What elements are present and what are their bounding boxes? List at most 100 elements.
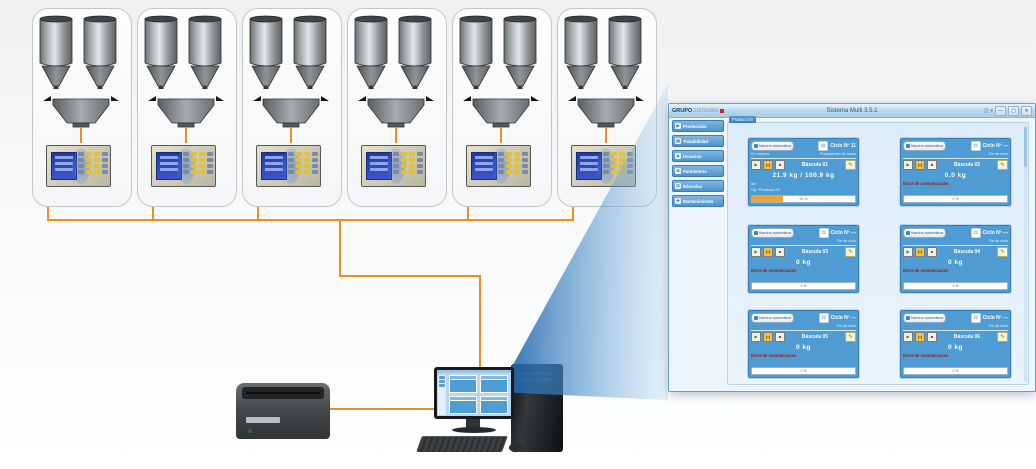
edit-button[interactable]: ✎	[845, 247, 856, 257]
weight-value: 21.9 kg / 100.9 kg	[772, 172, 835, 179]
weigh-hopper	[358, 96, 434, 143]
auto-run-button[interactable]: Marcha automática	[751, 141, 795, 151]
edit-button[interactable]: ✎	[997, 160, 1008, 170]
traceability-icon: ▤	[675, 138, 681, 144]
titlebar-extra-icon[interactable]: ▾	[990, 107, 993, 114]
error-text: Error de comunicación	[903, 353, 949, 358]
sidebar-item-basculas[interactable]: ⚖ Básculas	[672, 180, 724, 192]
play-button[interactable]: ▶	[751, 332, 761, 342]
edit-button[interactable]: ✎	[997, 332, 1008, 342]
silos-hopper-graphic	[39, 15, 119, 143]
settings-icon: ⚙	[675, 168, 681, 174]
stop-button[interactable]: ■	[775, 160, 785, 170]
stop-button[interactable]: ■	[775, 332, 785, 342]
cycle-label: Ciclo Nº ---	[982, 230, 1008, 236]
maximize-button[interactable]: ▢	[1008, 105, 1019, 116]
weigh-hopper	[253, 96, 329, 143]
scale-name: Báscula 02	[953, 162, 981, 168]
auto-run-button[interactable]: Marcha automática	[751, 228, 795, 238]
sidebar-item-parametros[interactable]: ⚙ Parámetros	[672, 165, 724, 177]
pause-button[interactable]: ❚❚	[763, 247, 773, 257]
auto-run-button[interactable]: Marcha automática	[903, 141, 947, 151]
sidebar-item-trazabilidad[interactable]: ▤ Trazabilidad	[672, 135, 724, 147]
stop-button[interactable]: ■	[927, 332, 937, 342]
scrollbar-thumb[interactable]	[1024, 127, 1027, 167]
card-info: Error de comunicación	[751, 353, 856, 365]
close-button[interactable]: ✕	[1021, 105, 1032, 116]
weigh-hopper	[463, 96, 539, 143]
play-button[interactable]: ▶	[751, 160, 761, 170]
pause-button[interactable]: ❚❚	[763, 332, 773, 342]
minimize-button[interactable]: —	[995, 105, 1006, 116]
hopper-wire	[185, 127, 187, 143]
tab-produccion[interactable]: Producción	[729, 116, 756, 123]
sidebar-item-usuarios[interactable]: ♟ Usuarios	[672, 150, 724, 162]
progress-fill	[752, 196, 783, 202]
progress-label: 0 %	[952, 369, 959, 373]
pause-button[interactable]: ❚❚	[915, 247, 925, 257]
edit-button[interactable]: ✎	[845, 332, 856, 342]
silo-right	[503, 15, 537, 89]
scrollbar[interactable]	[1024, 125, 1027, 382]
run-label: Marcha automática	[911, 231, 944, 235]
silos-hopper-graphic	[249, 15, 329, 143]
titlebar-extra-icon[interactable]: ◫	[983, 107, 989, 114]
sidebar-item-label: Parámetros	[683, 168, 707, 174]
status-right: Preparación de masa	[819, 152, 856, 156]
progress-label: 0 %	[800, 369, 807, 373]
status-right: Fin de ciclo	[988, 152, 1008, 156]
edit-button[interactable]: ✎	[845, 160, 856, 170]
silos-hopper-graphic	[144, 15, 224, 143]
info-line: de:	[751, 181, 757, 186]
play-button[interactable]: ▶	[751, 247, 761, 257]
pause-button[interactable]: ❚❚	[915, 332, 925, 342]
terminal-keypad	[288, 152, 318, 174]
play-button[interactable]: ▶	[903, 247, 913, 257]
silo-left	[459, 15, 493, 89]
sidebar-item-label: Mantenimiento	[683, 198, 714, 204]
pause-button[interactable]: ❚❚	[763, 160, 773, 170]
main-wire-v2	[479, 275, 481, 376]
run-mini-icon	[754, 144, 758, 148]
run-label: Marcha automática	[759, 144, 792, 148]
status-left: En marcha	[751, 152, 770, 156]
logo-secondary: SISTEMAS	[693, 107, 719, 114]
play-button[interactable]: ▶	[903, 332, 913, 342]
edit-button[interactable]: ✎	[997, 247, 1008, 257]
cycle-icon: ⚖	[970, 141, 981, 151]
weigh-hopper	[43, 96, 119, 143]
production-icon: ▶	[675, 123, 681, 129]
cycle-icon: ⚖	[818, 313, 829, 323]
bus-wire	[47, 219, 574, 221]
progress-bar: 21 %	[751, 195, 856, 203]
run-label: Marcha automática	[759, 231, 792, 235]
sidebar-item-produccion[interactable]: ▶ Producción	[672, 120, 724, 132]
cycle-label: Ciclo Nº ---	[830, 230, 856, 236]
stop-button[interactable]: ■	[775, 247, 785, 257]
error-text: Error de comunicación	[751, 353, 797, 358]
scale-card: Marcha automática ⚖ Ciclo Nº --- Fin de …	[747, 309, 860, 379]
terminal-keypad	[498, 152, 528, 174]
weighing-terminal	[151, 145, 216, 187]
auto-run-button[interactable]: Marcha automática	[903, 228, 947, 238]
printer-paper-slot	[246, 392, 320, 394]
progress-bar: 0 %	[903, 367, 1008, 375]
silos-hopper-graphic	[354, 15, 434, 143]
scale-card: Marcha automática ⚖ Ciclo Nº --- Fin de …	[899, 224, 1012, 294]
weighing-terminal	[571, 145, 636, 187]
pause-button[interactable]: ❚❚	[915, 160, 925, 170]
auto-run-button[interactable]: Marcha automática	[751, 313, 795, 323]
sidebar-item-mantenimiento[interactable]: ✚ Mantenimiento	[672, 195, 724, 207]
auto-run-button[interactable]: Marcha automática	[903, 313, 947, 323]
cycle-label: Ciclo Nº ---	[982, 315, 1008, 321]
info-line: Op: Producto 01	[751, 186, 781, 192]
stop-button[interactable]: ■	[927, 160, 937, 170]
scale-name: Báscula 03	[801, 249, 829, 255]
window-titlebar: GRUPO SISTEMAS Sistema Multi 3.5.1 ◫ ▾ —…	[669, 104, 1035, 118]
scale-card: Marcha automática ⚖ Ciclo Nº 11 En march…	[747, 137, 860, 207]
stop-button[interactable]: ■	[927, 247, 937, 257]
play-button[interactable]: ▶	[903, 160, 913, 170]
printer-cable	[329, 408, 437, 410]
main-wire-v1	[339, 219, 341, 277]
maintenance-icon: ✚	[675, 198, 681, 204]
